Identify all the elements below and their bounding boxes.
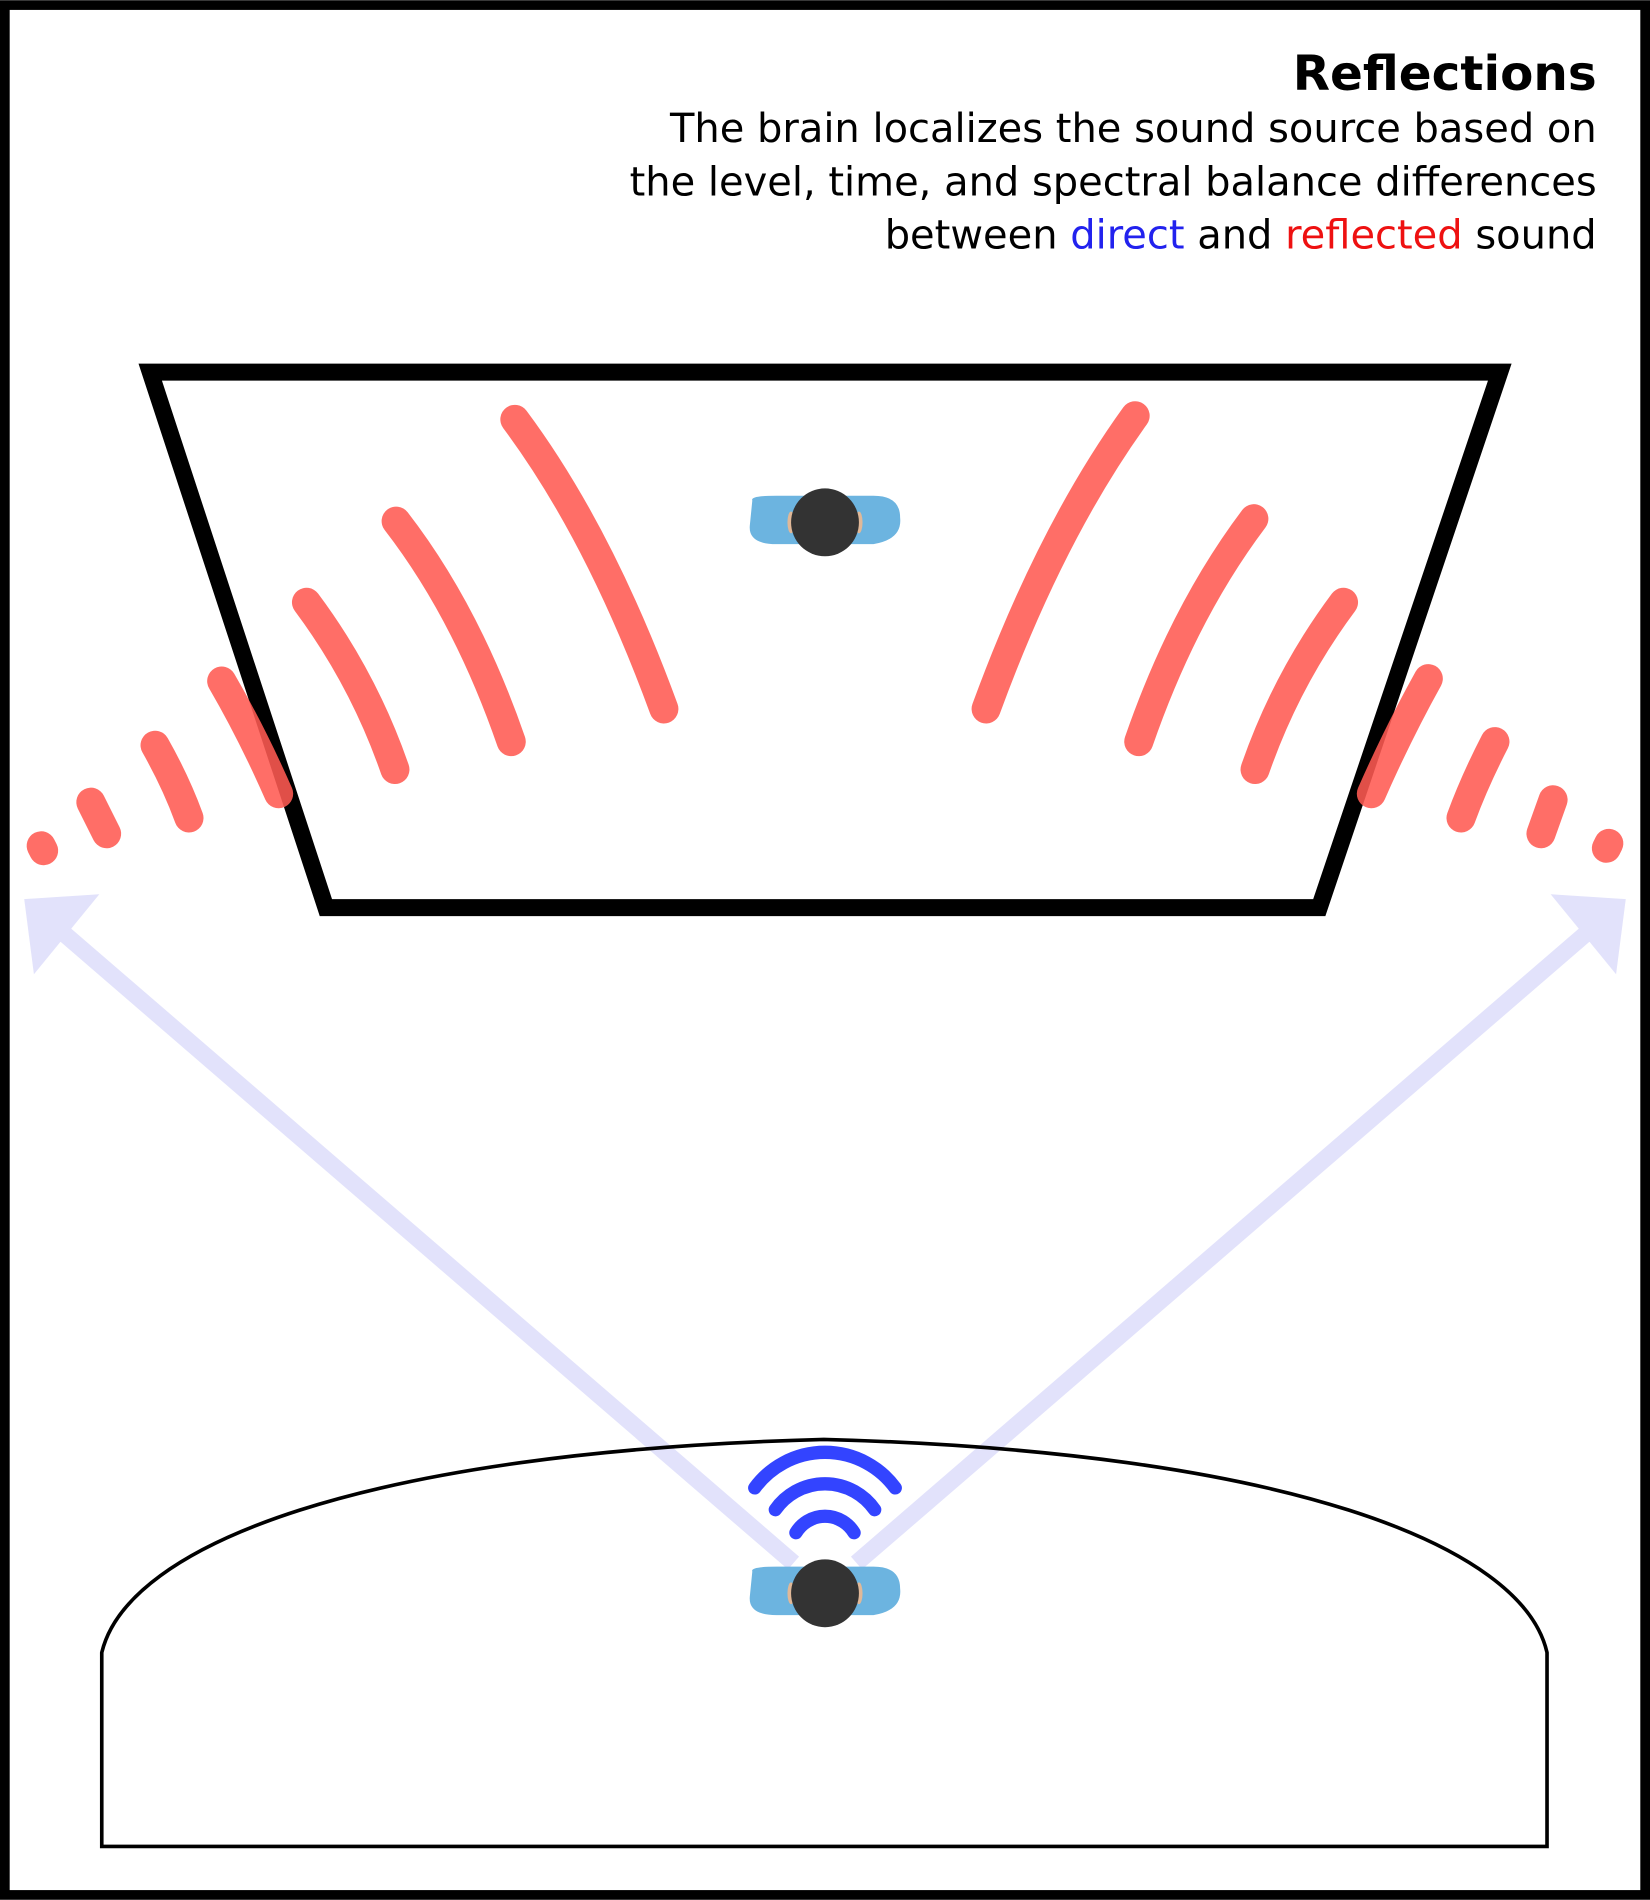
description-line-1: The brain localizes the sound source bas…: [669, 106, 1597, 152]
wave-arc: [76, 787, 122, 849]
diagram-title: Reflections: [1293, 46, 1597, 102]
listener-person-icon: [749, 1559, 901, 1628]
wave-arc: [291, 587, 410, 785]
right-arrowhead: [1550, 894, 1626, 975]
wave-arc: [381, 506, 526, 757]
reflection-arrows: [24, 894, 1626, 1570]
right-waves: [971, 401, 1624, 863]
reflected-label: reflected: [1285, 213, 1463, 259]
listening-area: [99, 1437, 1549, 1849]
description-line-2: the level, time, and spectral balance di…: [630, 159, 1597, 205]
wave-arc: [1356, 664, 1443, 809]
wave-arc: [1240, 587, 1359, 785]
direct-label: direct: [1070, 213, 1184, 259]
left-waves: [26, 404, 679, 866]
left-arrowhead: [24, 894, 100, 975]
left-arrow-shaft: [55, 924, 800, 1570]
wave-arc: [971, 401, 1150, 724]
source-person-icon: [749, 488, 901, 557]
direct-sound-waves-icon: [748, 1445, 902, 1540]
wave-arc: [500, 404, 679, 724]
right-arrow-shaft: [850, 924, 1595, 1570]
wave-arc: [1124, 504, 1269, 757]
description-line-3: between direct and reflected sound: [885, 213, 1597, 259]
wave-arc: [140, 730, 204, 833]
wave-arc: [1591, 828, 1624, 863]
reflected-waves: [26, 401, 1624, 866]
room-wall: [138, 363, 1512, 917]
wave-arc: [1526, 785, 1568, 849]
wave-arc: [207, 666, 294, 809]
wave-arc: [1446, 727, 1510, 833]
wave-arc: [26, 831, 59, 866]
